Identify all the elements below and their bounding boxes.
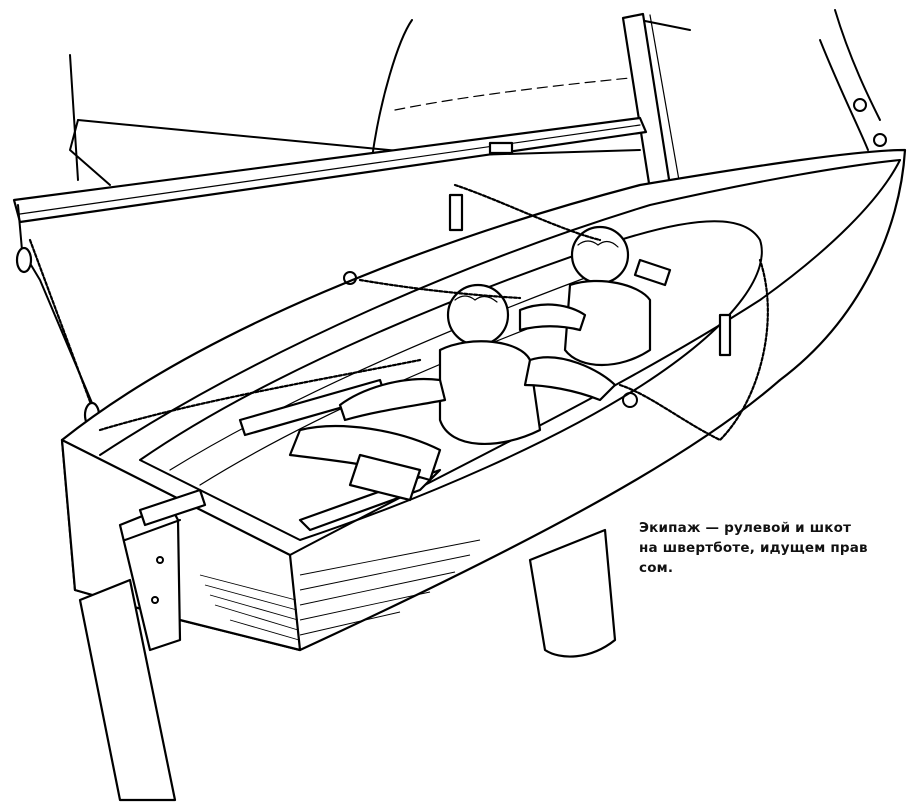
caption-line-1: Экипаж — рулевой и шкот [639,520,852,536]
centerboard [528,528,617,658]
mainsheet-tackle [15,204,101,441]
crew-figure [518,225,672,402]
figure-caption: Экипаж — рулевой и шкот на швертботе, ид… [639,518,916,578]
fittings [343,98,887,408]
boom [12,116,648,224]
transom-hatching [199,539,481,641]
caption-line-2: на швертботе, идущем прав [639,540,868,556]
rigging [69,9,881,186]
sheet-ropes [98,183,769,442]
caption-line-3: сом. [639,560,674,576]
helmsman-figure [288,283,542,502]
rudder [78,488,207,802]
